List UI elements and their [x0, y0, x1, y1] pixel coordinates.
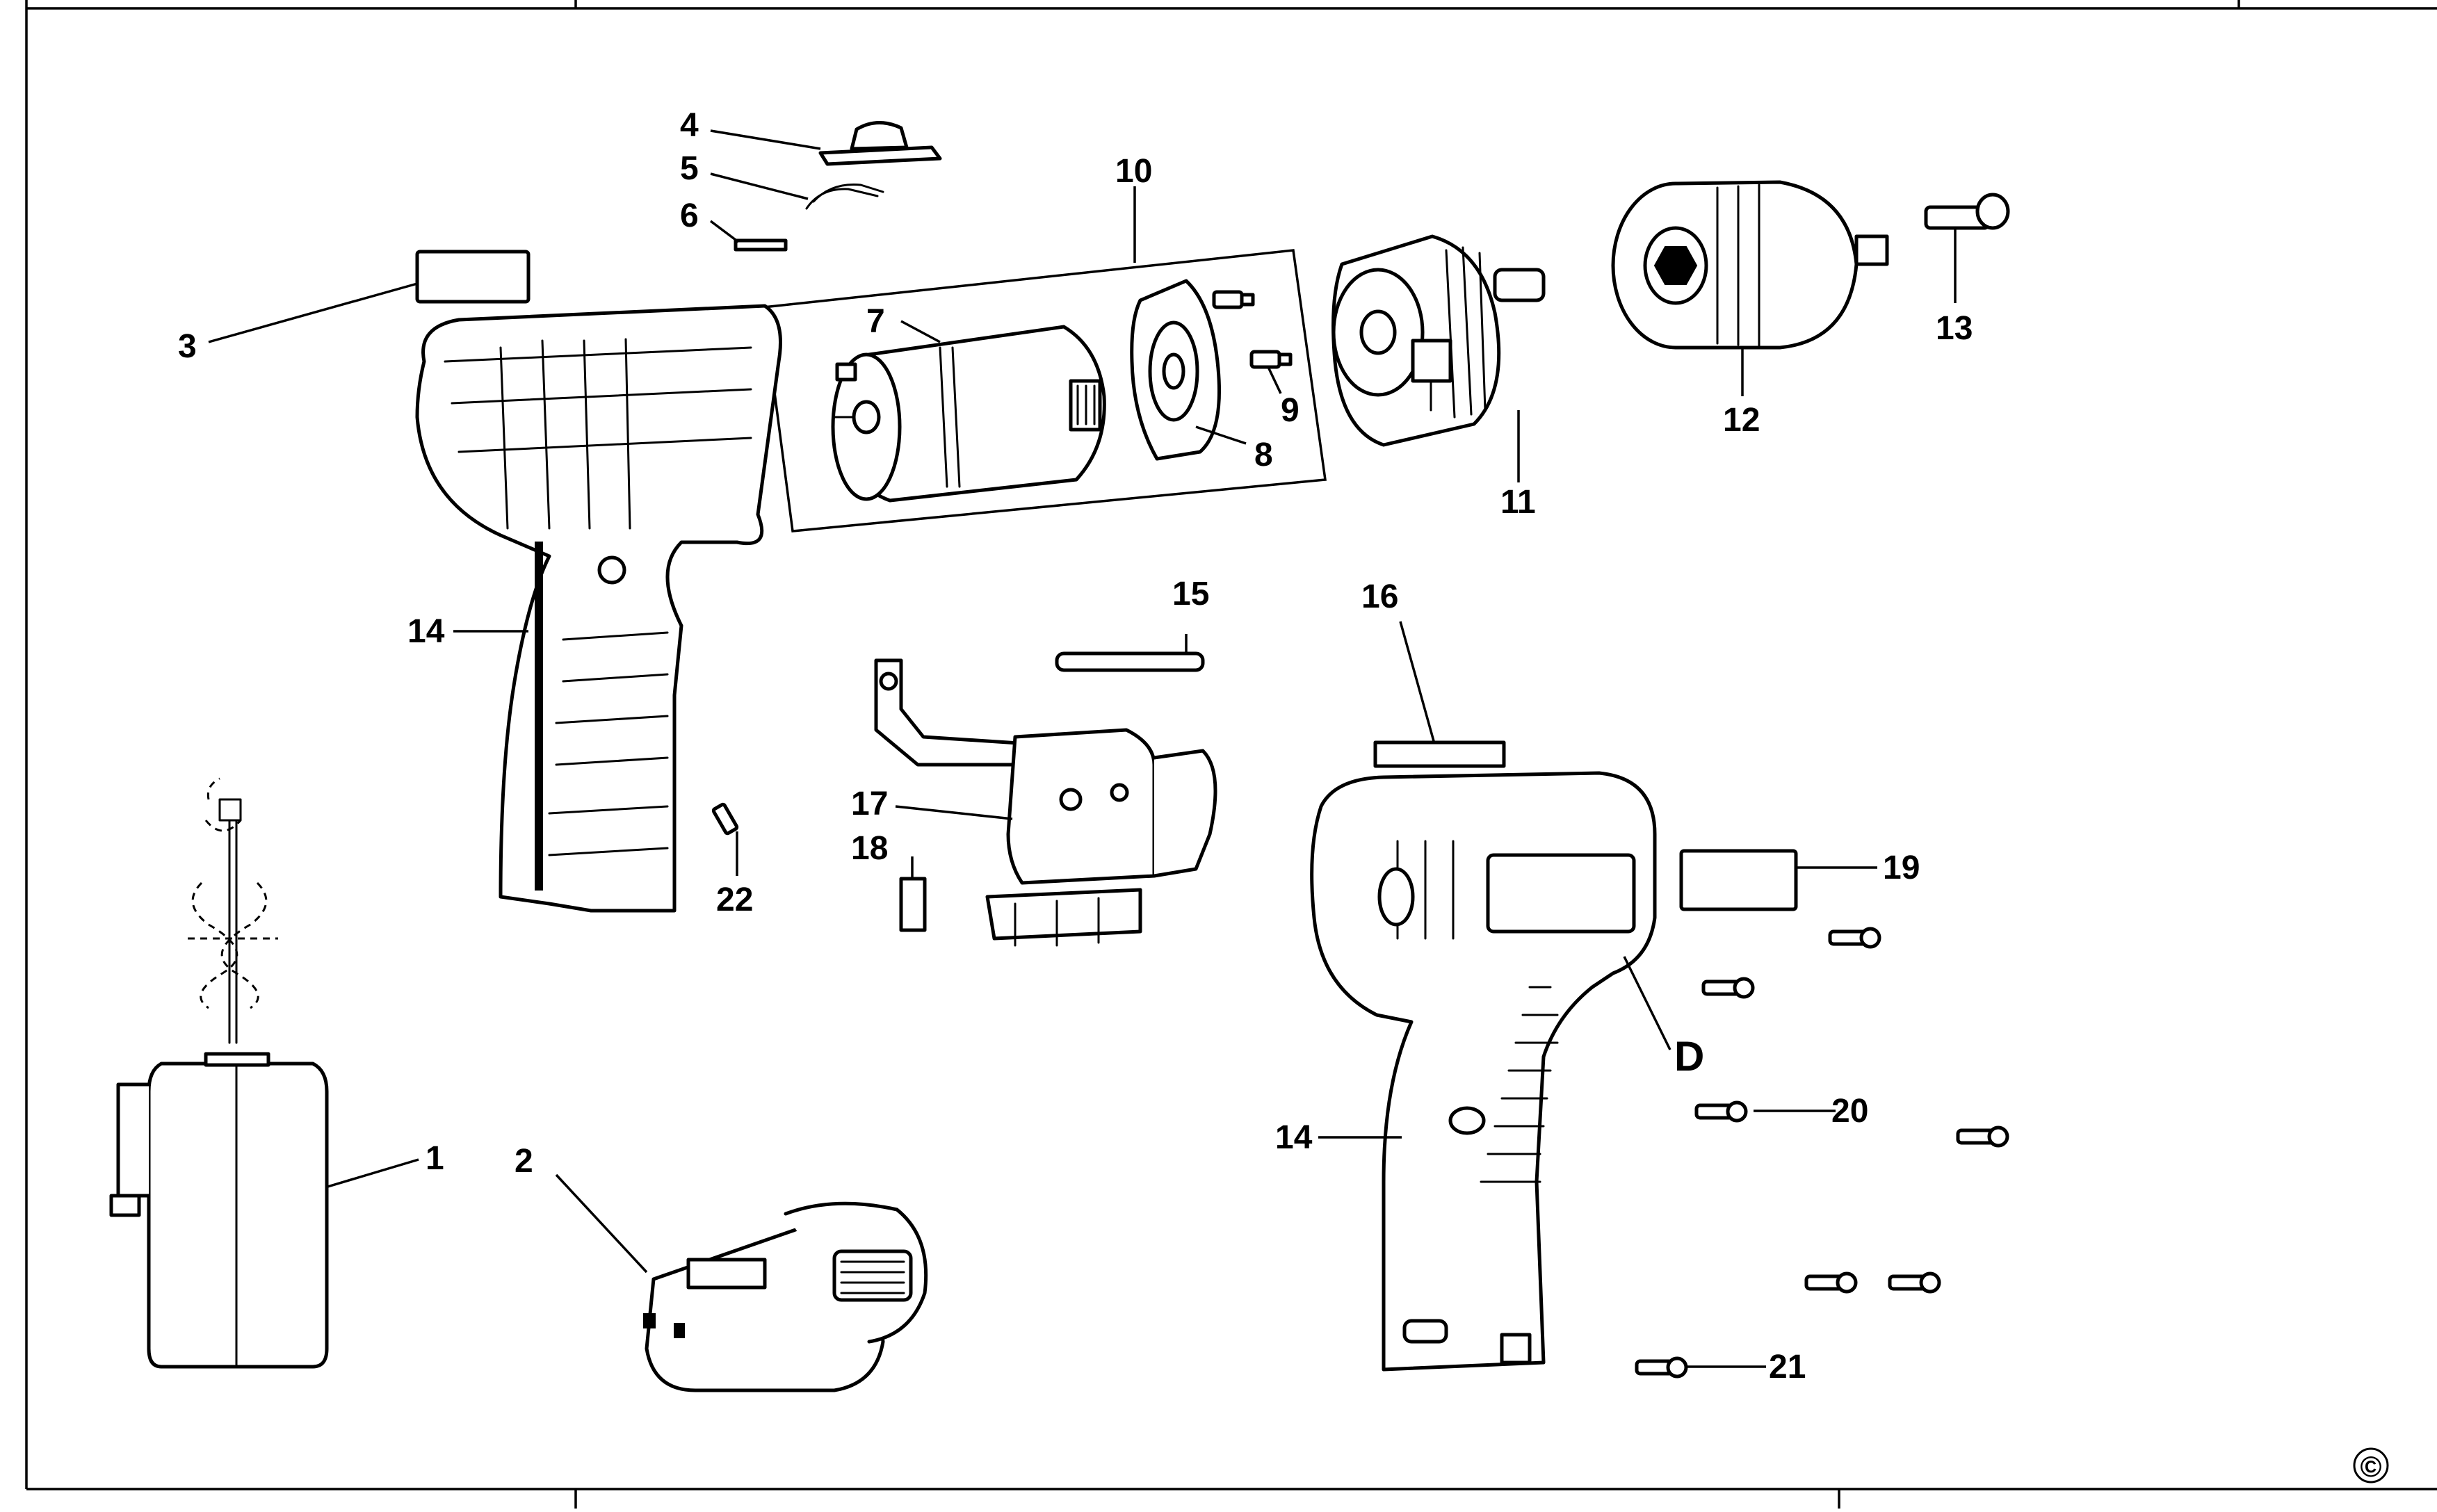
callout-16: 16 — [1361, 578, 1398, 615]
part-22-pin — [711, 802, 739, 836]
callout-14-upper: 14 — [407, 613, 445, 650]
callout-1: 1 — [426, 1140, 444, 1177]
callout-17: 17 — [851, 786, 888, 822]
callout-11: 11 — [1500, 484, 1536, 521]
callout-19: 19 — [1883, 850, 1920, 886]
part-14-housing-half-right — [1310, 771, 1657, 1372]
callout-20: 20 — [1831, 1093, 1868, 1130]
callout-labels: 1 2 3 4 5 6 7 8 9 10 11 12 13 14 14 15 1… — [178, 107, 1973, 1385]
part-16-label — [1373, 740, 1506, 768]
copyright-symbol: © — [2353, 1447, 2389, 1483]
callout-15: 15 — [1172, 576, 1209, 612]
callout-22: 22 — [716, 881, 753, 918]
callout-5: 5 — [680, 150, 699, 187]
part-3-label — [415, 250, 531, 304]
screw — [1956, 1125, 2009, 1148]
callout-18: 18 — [851, 830, 888, 867]
part-19-label — [1679, 849, 1798, 911]
screw — [1635, 1356, 1688, 1379]
screw — [1804, 1271, 1858, 1294]
part-10-motor-assembly-box — [762, 249, 1327, 533]
part-5-spring-clip — [805, 184, 884, 210]
part-8-motor-bracket — [1130, 279, 1221, 461]
callout-10: 10 — [1115, 153, 1152, 190]
callout-13: 13 — [1936, 310, 1973, 347]
part-18-clip — [899, 877, 927, 932]
callout-12: 12 — [1723, 402, 1760, 439]
callout-7: 7 — [866, 303, 885, 340]
part-12-chuck — [1611, 180, 1889, 350]
callout-21: 21 — [1769, 1349, 1806, 1385]
screw — [1701, 977, 1755, 999]
part-1-charger — [109, 777, 329, 1369]
screw — [1694, 1100, 1748, 1123]
part-20-21-housing-screws — [1635, 927, 2009, 1379]
part-15-terminal — [1055, 651, 1205, 672]
part-7-motor — [831, 325, 1106, 503]
screw — [1828, 927, 1881, 949]
part-9-screws — [1212, 290, 1293, 369]
part-4-switch-knob — [818, 120, 942, 166]
callout-3: 3 — [178, 328, 197, 365]
part-13-chuck-screw — [1924, 193, 2010, 230]
part-11-gearbox — [1331, 234, 1546, 447]
callout-14-lower: 14 — [1275, 1119, 1313, 1156]
callout-4: 4 — [680, 107, 699, 144]
part-6-pin — [734, 238, 788, 252]
screw — [1888, 1271, 1941, 1294]
sheet-frame — [25, 0, 2437, 1509]
callout-8: 8 — [1254, 437, 1273, 473]
callout-2: 2 — [515, 1143, 533, 1180]
callout-9: 9 — [1281, 392, 1300, 429]
callout-6: 6 — [680, 197, 699, 234]
part-2-battery — [643, 1201, 928, 1392]
copyright-text: © — [2361, 1450, 2382, 1483]
part-14-housing-half-left — [415, 304, 782, 913]
part-17-switch — [874, 658, 1217, 947]
callout-d: D — [1674, 1033, 1704, 1080]
leader-lines — [208, 129, 1957, 1368]
